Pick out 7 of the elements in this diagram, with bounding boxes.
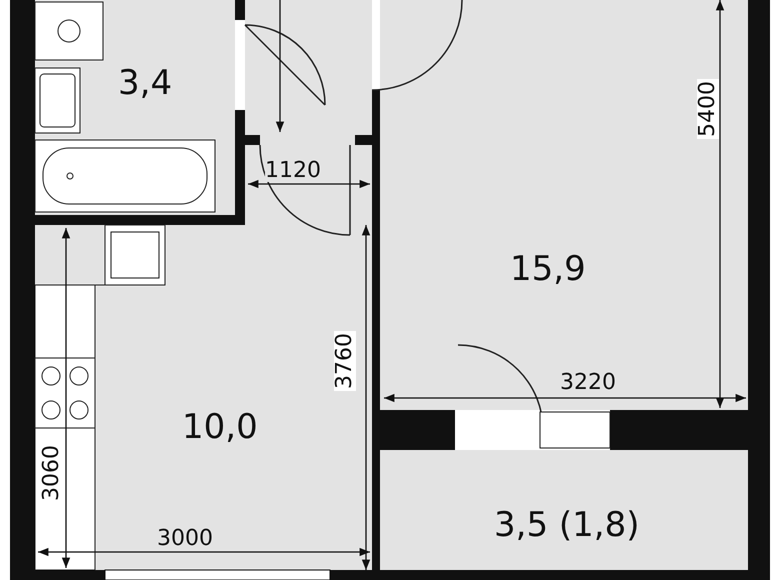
dimension-label: 1120 [265,160,321,182]
dimension-label: 5400 [697,79,719,139]
room-area: 3,5 (1,8) [494,508,640,542]
room-area: 10,0 [182,410,258,444]
room-area: 15,9 [510,252,586,286]
room-area: 3,4 [118,66,172,100]
dimension-label: 3760 [334,331,356,391]
